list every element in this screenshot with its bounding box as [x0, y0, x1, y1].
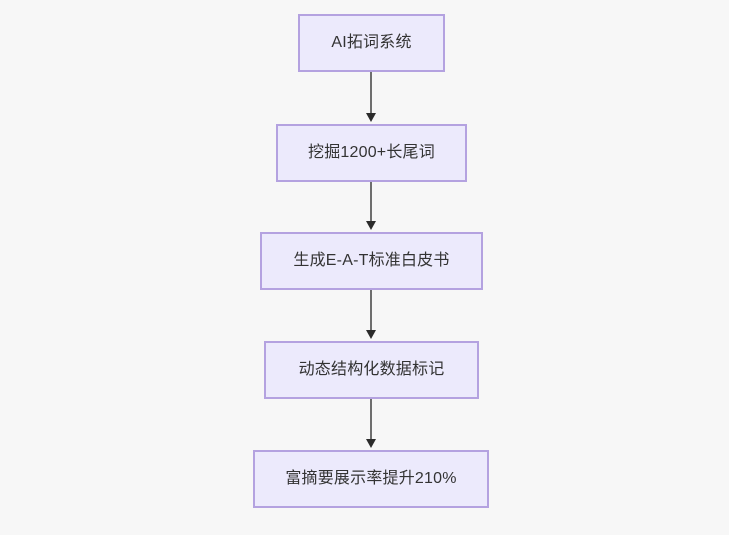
flow-node-label: 生成E-A-T标准白皮书 — [293, 252, 450, 269]
flow-node-rich-snippet-result[interactable]: 富摘要展示率提升210% — [253, 450, 489, 508]
flow-node-label: 动态结构化数据标记 — [298, 361, 445, 378]
flow-node-label: AI拓词系统 — [331, 34, 412, 51]
connector-line-3-4 — [370, 290, 372, 332]
flow-node-eat-whitepaper[interactable]: 生成E-A-T标准白皮书 — [260, 232, 483, 290]
connector-line-1-2 — [370, 72, 372, 115]
connector-line-4-5 — [370, 399, 372, 441]
arrowhead-3-4 — [366, 330, 376, 339]
arrowhead-4-5 — [366, 439, 376, 448]
flow-node-structured-data-markup[interactable]: 动态结构化数据标记 — [264, 341, 479, 399]
connector-line-2-3 — [370, 182, 372, 223]
flow-node-longtail-keywords[interactable]: 挖掘1200+长尾词 — [276, 124, 467, 182]
flow-node-ai-keyword-system[interactable]: AI拓词系统 — [298, 14, 445, 72]
flow-node-label: 挖掘1200+长尾词 — [308, 144, 435, 161]
arrowhead-2-3 — [366, 221, 376, 230]
arrowhead-1-2 — [366, 113, 376, 122]
flow-node-label: 富摘要展示率提升210% — [285, 470, 457, 487]
